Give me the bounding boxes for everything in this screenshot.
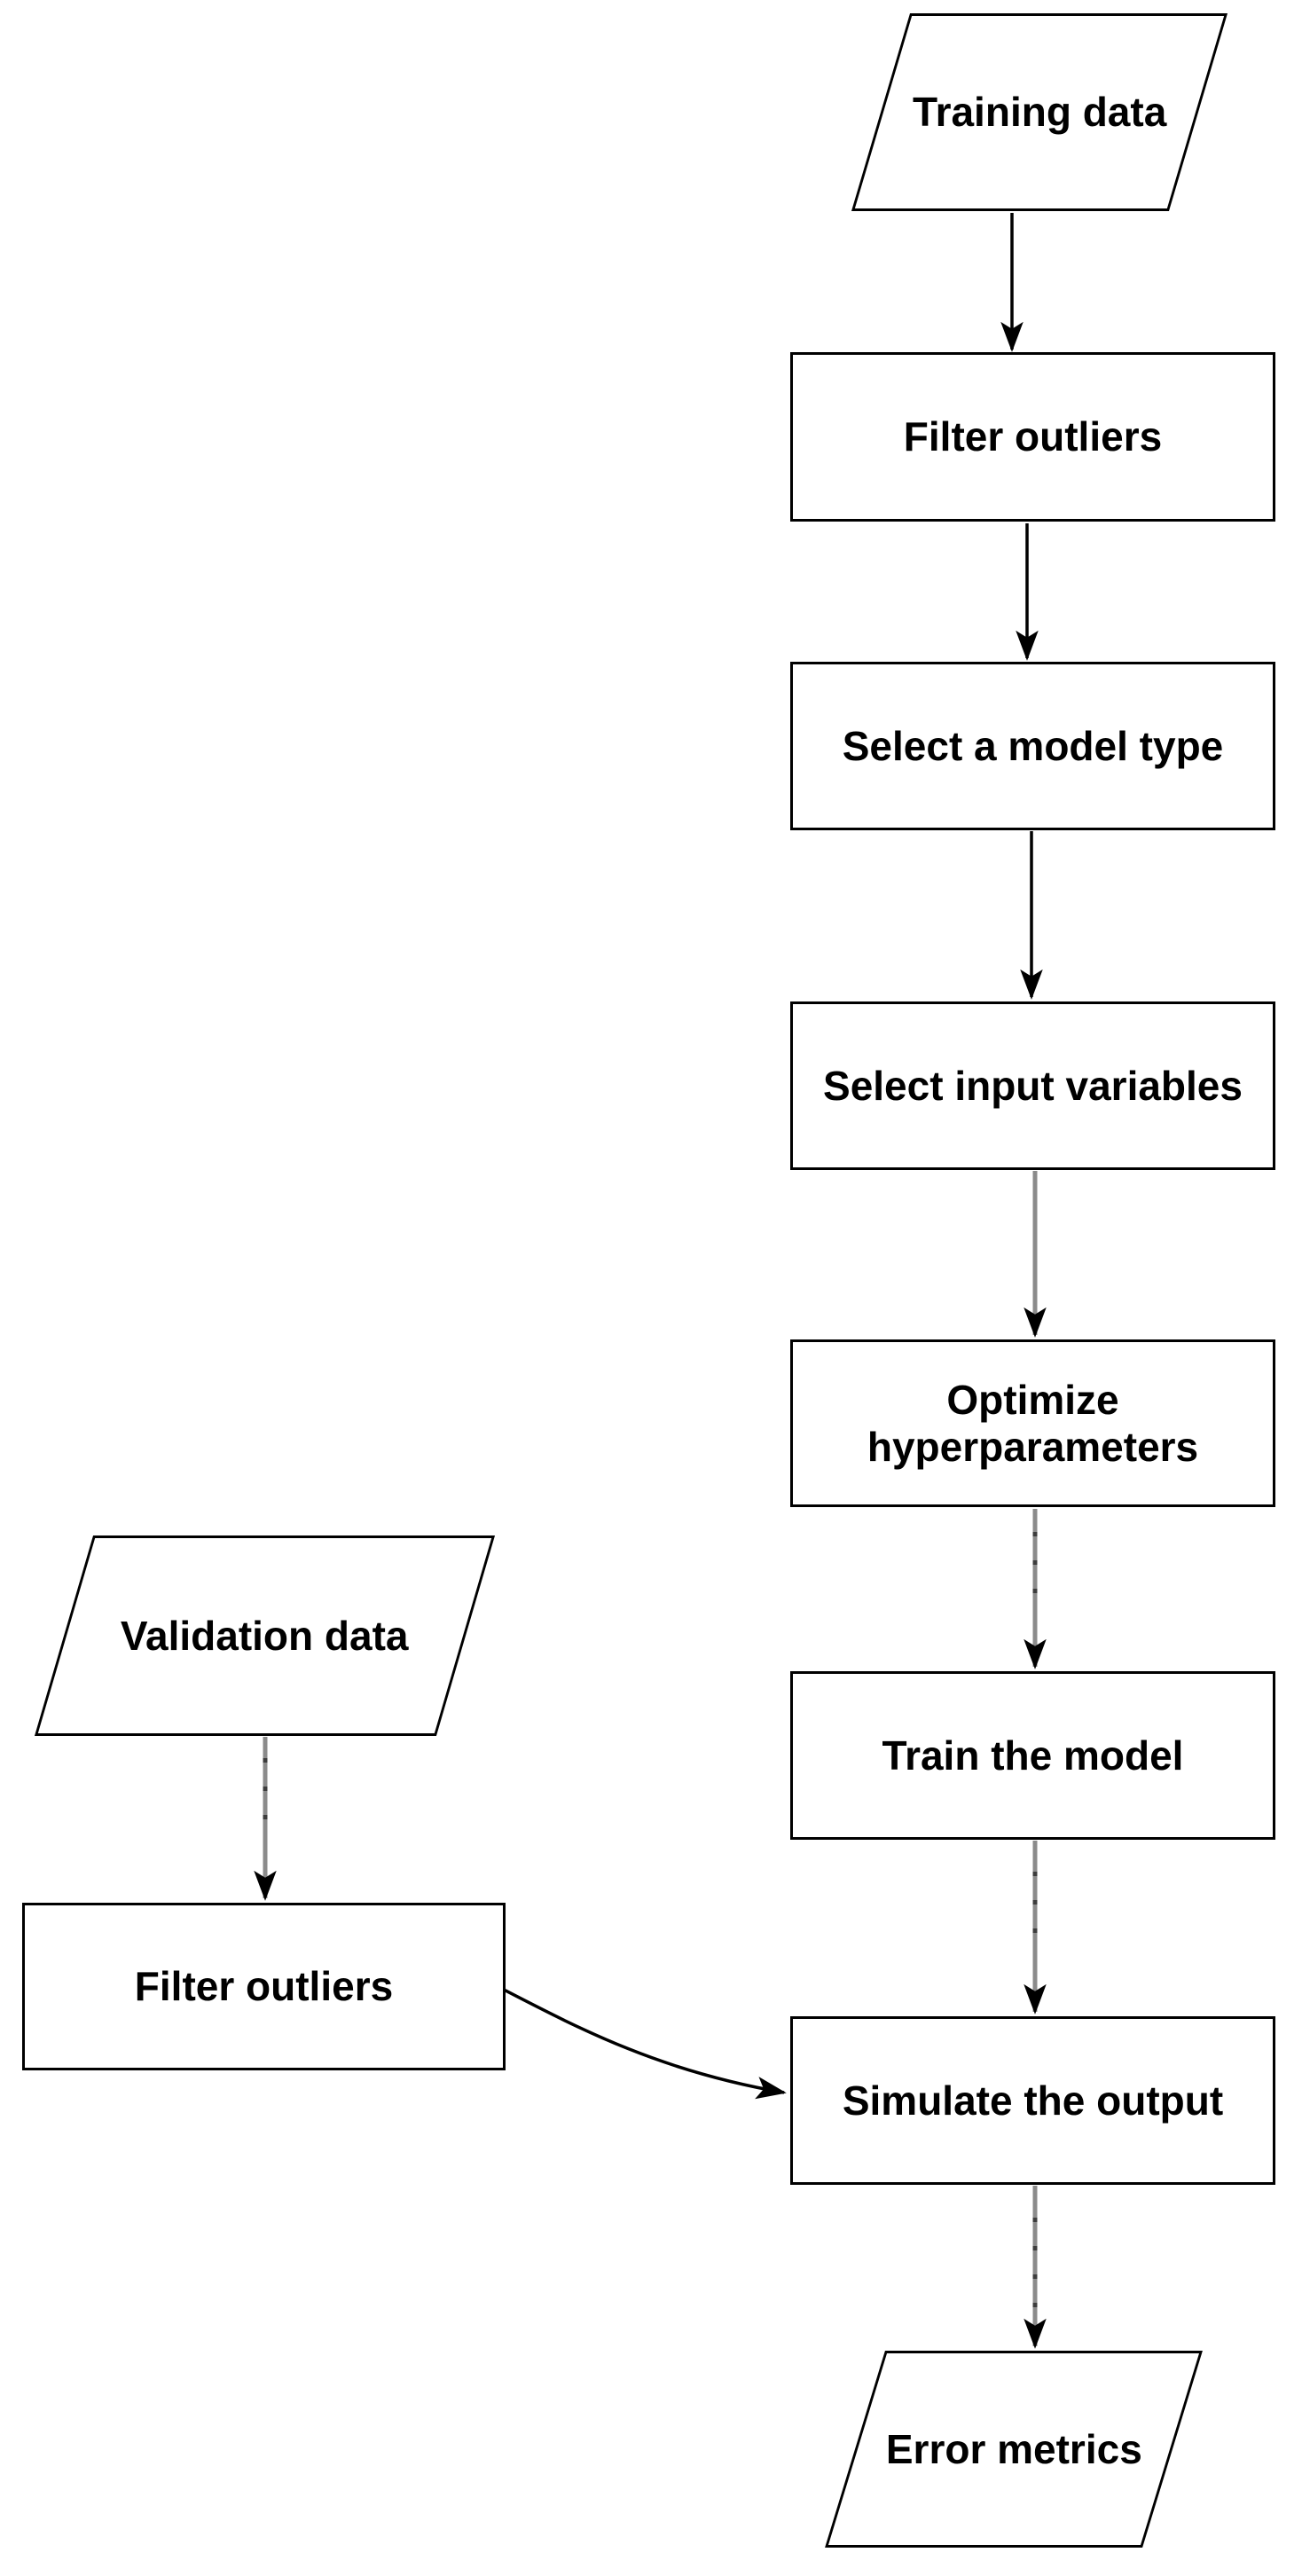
node-simulate-output: Simulate the output xyxy=(790,2016,1275,2185)
node-filter-outliers-training: Filter outliers xyxy=(790,352,1275,522)
node-label-select-input-variables: Select input variables xyxy=(823,1062,1243,1109)
node-optimize-hyperparameters: Optimize hyperparameters xyxy=(790,1339,1275,1507)
node-label-validation-data: Validation data xyxy=(121,1612,409,1659)
node-label-optimize-hyperparameters: Optimize hyperparameters xyxy=(867,1376,1199,1470)
node-label-filter-outliers-training: Filter outliers xyxy=(903,413,1163,460)
node-label-select-model-type: Select a model type xyxy=(842,722,1224,769)
node-label-train-model: Train the model xyxy=(882,1732,1184,1779)
node-train-model: Train the model xyxy=(790,1671,1275,1840)
node-select-input-variables: Select input variables xyxy=(790,1001,1275,1170)
edge-filter-outliers-validation-to-simulate-output xyxy=(503,1988,787,2100)
node-select-model-type: Select a model type xyxy=(790,662,1275,830)
node-label-simulate-output: Simulate the output xyxy=(842,2077,1224,2124)
node-label-error-metrics: Error metrics xyxy=(885,2425,1142,2472)
node-error-metrics: Error metrics xyxy=(825,2351,1203,2548)
node-validation-data: Validation data xyxy=(34,1535,496,1736)
node-filter-outliers-validation: Filter outliers xyxy=(22,1903,506,2070)
node-label-filter-outliers-validation: Filter outliers xyxy=(134,1963,394,2010)
node-training-data: Training data xyxy=(851,13,1228,211)
node-label-training-data: Training data xyxy=(912,89,1167,136)
